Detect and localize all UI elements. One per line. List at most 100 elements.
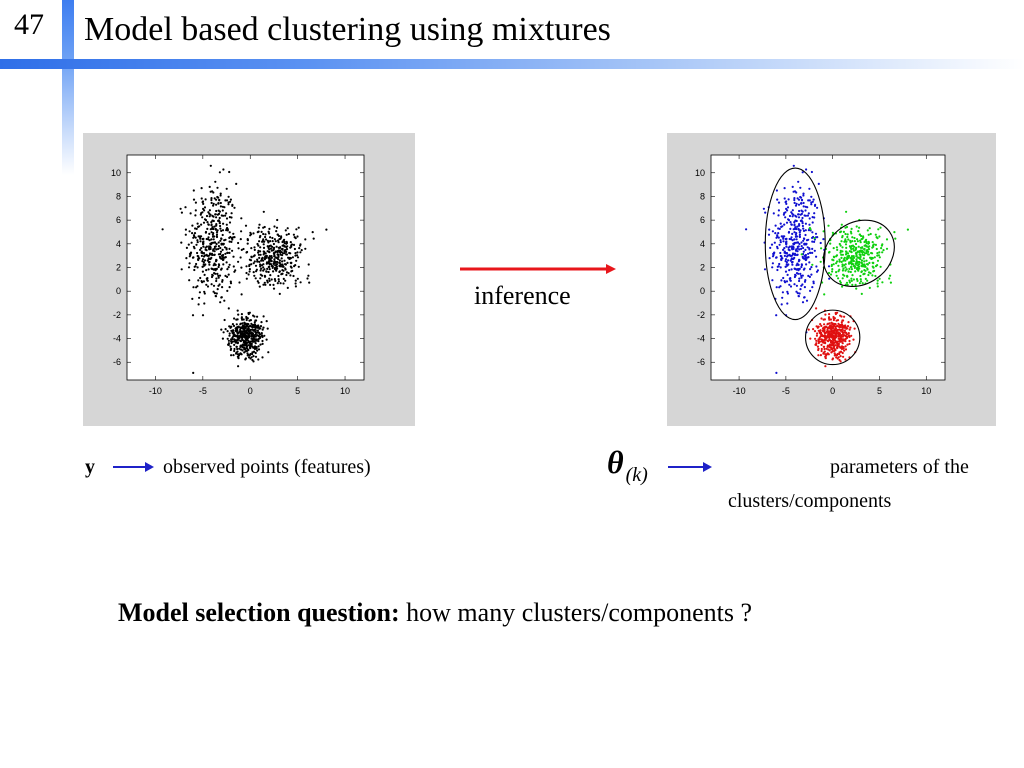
data-point [307, 263, 310, 266]
data-point [787, 263, 790, 266]
data-point [225, 187, 228, 190]
data-point [247, 273, 250, 276]
data-point [252, 360, 255, 363]
data-point [785, 280, 789, 283]
data-point [848, 281, 851, 284]
data-point [819, 329, 822, 332]
data-point [853, 240, 856, 243]
data-point [845, 333, 849, 336]
data-point [253, 246, 256, 249]
data-point [784, 237, 787, 241]
data-point [214, 180, 217, 183]
data-point [284, 279, 287, 282]
data-point [222, 331, 225, 334]
cluster-points [800, 210, 909, 296]
data-point [201, 241, 205, 244]
data-point [217, 247, 220, 250]
data-point [257, 358, 260, 361]
data-point [804, 233, 807, 237]
data-point [807, 252, 810, 255]
data-point [196, 241, 199, 244]
data-point [835, 354, 839, 357]
data-point [798, 223, 801, 226]
data-point [762, 207, 765, 210]
data-point [803, 254, 806, 257]
data-point [825, 353, 828, 356]
data-point [844, 263, 847, 266]
data-point [806, 246, 809, 249]
data-point [286, 227, 289, 230]
data-point [838, 242, 841, 246]
data-point [215, 231, 219, 234]
data-point [279, 237, 282, 240]
data-point [269, 283, 272, 286]
data-point [225, 223, 228, 226]
data-point [227, 343, 230, 346]
data-point [793, 201, 796, 204]
data-point [793, 190, 797, 193]
data-point [842, 230, 845, 233]
data-point [274, 279, 277, 282]
data-point [861, 249, 864, 252]
data-point [850, 232, 853, 235]
data-point [279, 282, 282, 285]
data-point [222, 168, 225, 171]
data-point [874, 233, 877, 236]
data-point [874, 274, 877, 278]
data-point [246, 317, 249, 320]
data-point [229, 345, 232, 348]
data-point [285, 240, 288, 243]
data-point [226, 337, 229, 340]
data-point [848, 339, 851, 343]
data-point [244, 224, 248, 227]
data-point [232, 335, 235, 338]
data-point [227, 203, 230, 206]
data-point [223, 206, 226, 209]
data-point [202, 207, 205, 210]
data-point [304, 247, 307, 250]
data-point [840, 323, 843, 326]
data-point [796, 225, 799, 228]
data-point [233, 347, 236, 351]
data-point [215, 277, 218, 280]
data-point [798, 248, 801, 251]
data-point [216, 288, 219, 291]
data-point [210, 201, 213, 204]
data-point [231, 340, 234, 343]
data-point [257, 348, 261, 351]
data-point [262, 243, 265, 246]
data-point [208, 248, 211, 251]
data-point [205, 249, 208, 252]
data-point [191, 314, 195, 317]
data-point [254, 355, 258, 358]
data-point [279, 263, 282, 266]
data-point [855, 278, 859, 281]
data-point [789, 277, 792, 280]
data-point [842, 267, 845, 270]
data-point [239, 256, 242, 259]
data-point [863, 248, 866, 251]
data-point [810, 273, 813, 276]
data-point [850, 250, 853, 253]
data-point [273, 261, 276, 264]
data-point [231, 204, 234, 207]
y-tick-label: 2 [116, 263, 121, 273]
data-point [212, 238, 215, 241]
data-point [801, 216, 804, 220]
data-point [237, 365, 240, 368]
data-point [252, 232, 255, 235]
data-point [811, 247, 814, 250]
data-point [782, 248, 785, 251]
data-point [839, 314, 842, 317]
data-point [822, 238, 825, 241]
data-point [780, 279, 783, 282]
data-point [861, 237, 864, 240]
data-point [795, 238, 798, 241]
data-point [791, 263, 794, 266]
data-point [829, 242, 832, 245]
data-point [778, 243, 781, 246]
data-point [188, 279, 191, 282]
data-point [801, 255, 804, 258]
data-point [783, 212, 786, 215]
data-point [257, 338, 260, 341]
